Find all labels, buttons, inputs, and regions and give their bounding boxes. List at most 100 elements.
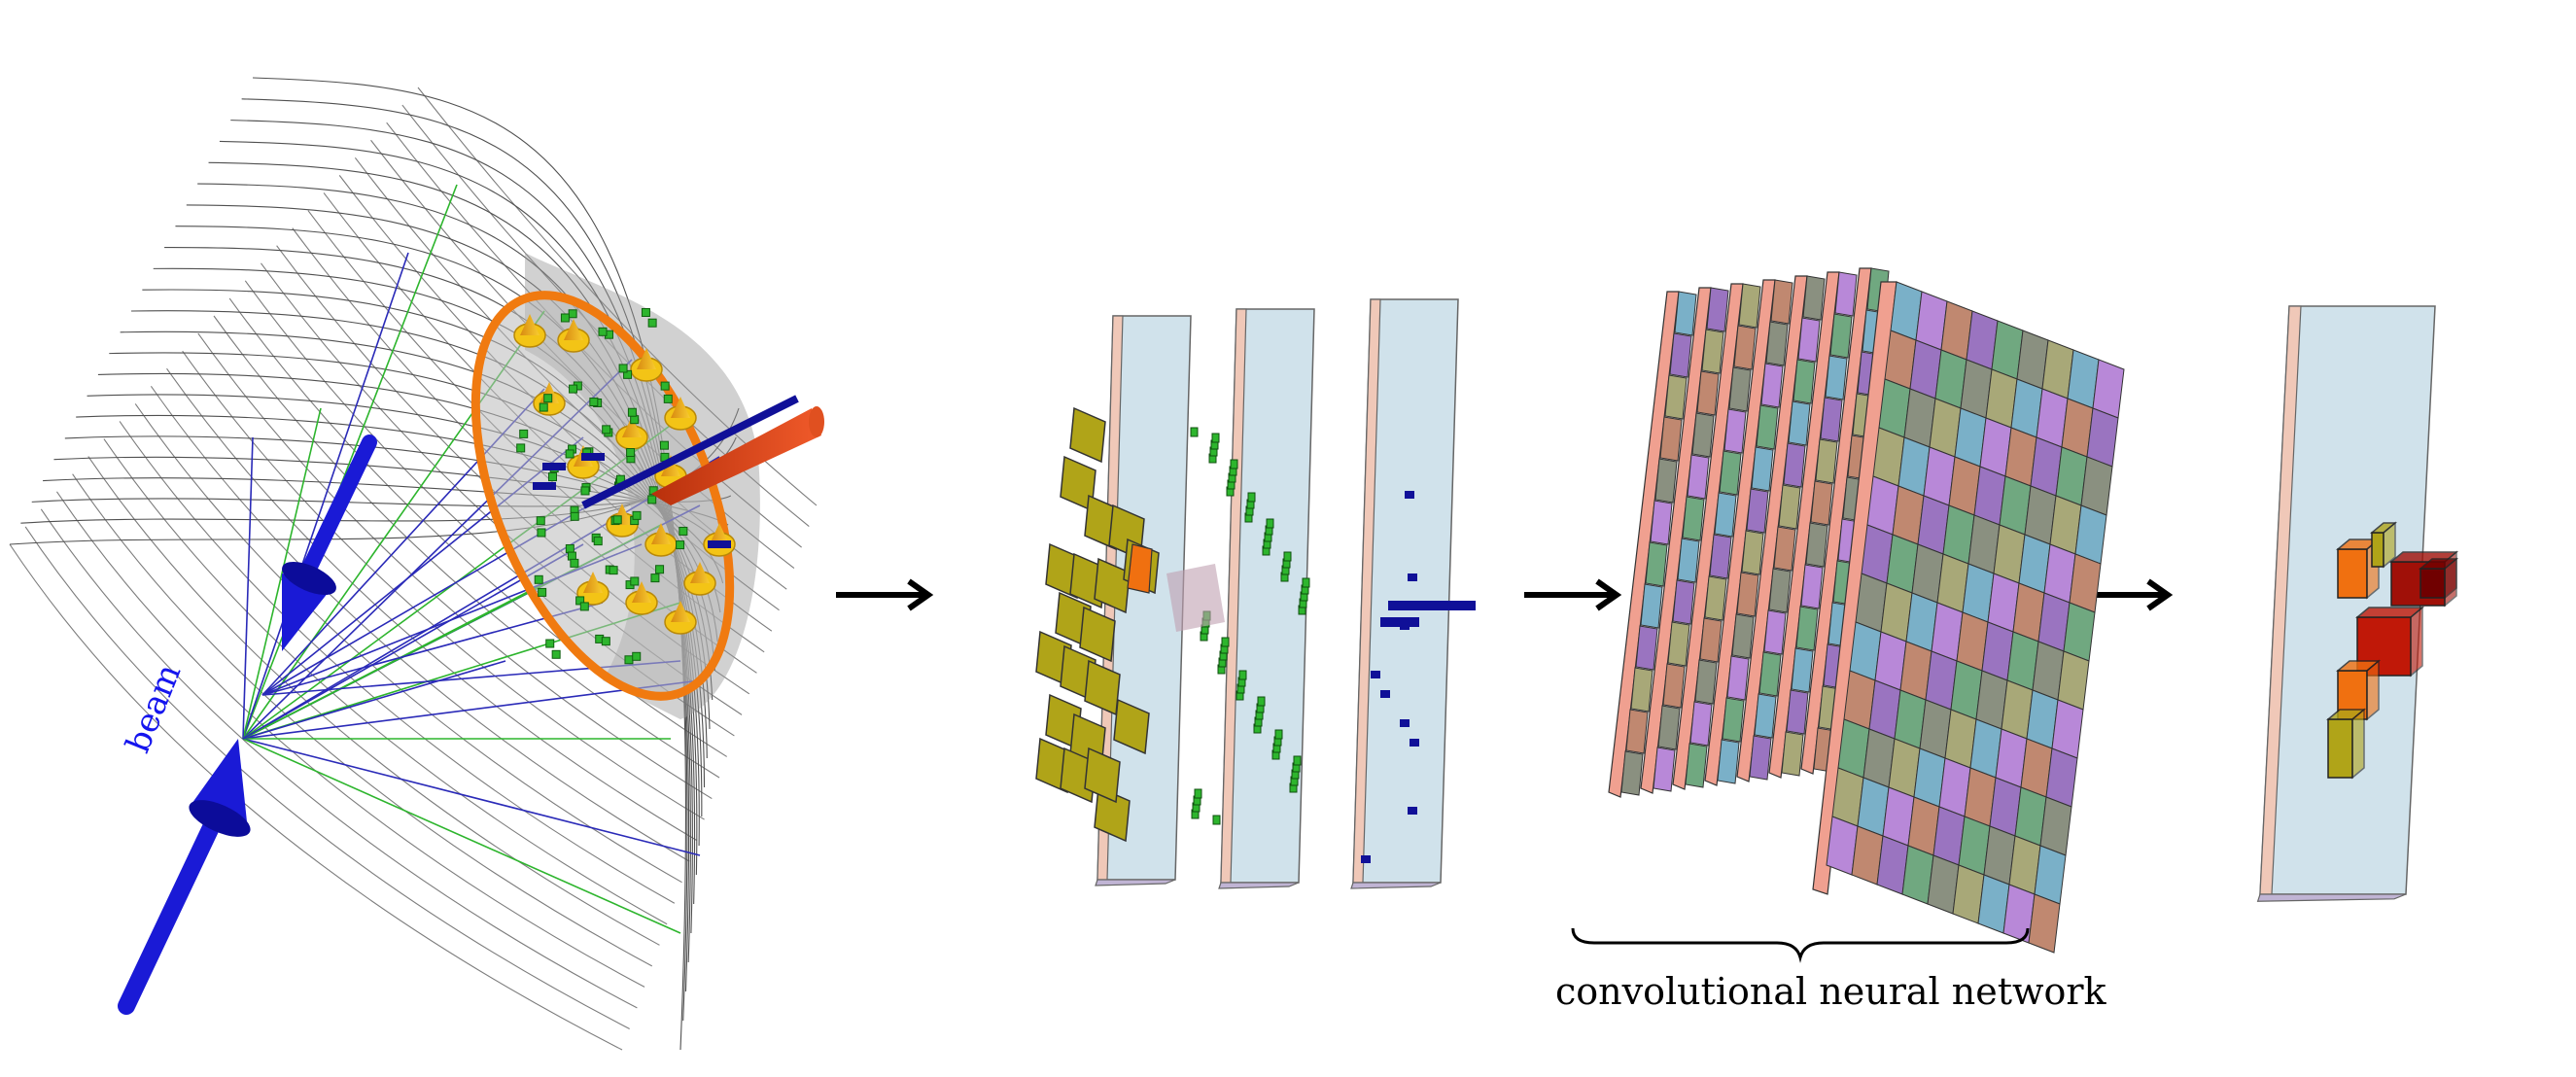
feature-cell [1714,492,1737,538]
feature-cell [1758,651,1782,697]
feature-map-edge [1800,267,1872,775]
feature-cell [1770,279,1793,325]
feature-cell [1723,408,1747,454]
energy-cone [632,581,651,603]
energy-cone [651,523,671,544]
output-box [2335,538,2382,600]
green-hit [1230,459,1238,469]
energy-cone [710,523,729,544]
feature-cell [1763,609,1787,655]
feature-cell [1825,355,1848,400]
green-hit [1293,755,1302,766]
feature-cell [1699,617,1723,663]
feature-cell [1709,534,1732,579]
box-front [2371,532,2385,568]
feature-cell [2028,893,2061,954]
feature-cell [2034,845,2067,905]
box-side [2351,708,2365,780]
feature-cell [1751,446,1774,492]
olive-cell [1084,747,1121,804]
small-hit [516,443,526,453]
mesh-line [134,403,682,884]
feature-cell [1717,739,1740,784]
green-hit [1302,577,1310,588]
feature-cell [1691,412,1715,458]
small-hit [598,327,608,336]
feature-cell [1674,291,1697,336]
feature-map-front [1812,281,2125,954]
small-hit [565,449,574,459]
small-hit [539,402,548,412]
feature-cell [1738,283,1761,329]
small-hit [536,516,545,526]
feature-cell [1829,313,1853,359]
small-hit [567,551,576,561]
feature-map-edge [1672,283,1744,790]
small-hit [519,429,529,438]
feature-cell [1733,325,1757,370]
mesh-line [87,456,660,946]
green-hit [1221,637,1230,647]
mesh-line [228,297,727,757]
feature-cell [2057,650,2090,711]
feature-map-edge [1704,279,1776,786]
feature-map-edge [1736,275,1808,782]
small-hit [627,407,637,417]
small-hit [650,573,660,583]
feature-cell [1696,370,1720,416]
mesh-line [24,526,630,1029]
feature-cell [2069,553,2102,613]
feature-map [1704,279,1793,786]
mesh-line [9,543,623,1051]
feature-cell [2063,602,2096,662]
feature-cell [1662,663,1686,709]
feature-cell [1820,397,1843,442]
feature-cell [1689,701,1713,747]
box-front [2337,548,2368,599]
small-hit [660,381,670,391]
small-hit [579,602,589,611]
feature-cell [1795,606,1819,651]
plate-edge [1095,879,1176,886]
feature-cell [1694,659,1718,705]
overlap-region [1166,564,1225,632]
green-hit [1266,518,1274,529]
small-hit [538,587,547,597]
feature-cell [1768,568,1792,613]
feature-cell [2092,359,2125,419]
feature-cell [1685,743,1708,788]
small-hit [632,510,642,520]
feature-map-edge [1768,271,1840,779]
cnn-feature-maps [1608,267,2125,954]
small-hit [626,448,636,457]
feature-map [1608,291,1697,798]
output-box [2369,521,2398,569]
small-hit [641,307,650,317]
green-hit [1212,815,1221,825]
energy-cone [622,416,642,437]
feature-cell [1746,488,1769,534]
output-box [2418,557,2459,600]
feature-cell [1815,438,1838,484]
feature-cell [1834,271,1858,317]
small-hit [624,655,634,665]
green-hit [1283,551,1292,562]
feature-cell [1722,697,1745,743]
small-hit [647,318,657,328]
small-hit [575,596,585,606]
feature-cell [1667,621,1690,667]
orange-cell [1127,543,1153,594]
output-box [2335,659,2382,721]
feature-cell [1659,416,1683,462]
small-hit [612,515,622,525]
small-hit [647,495,657,504]
small-hit [655,565,665,574]
feature-cell [1701,329,1724,374]
small-hit [663,394,673,403]
feature-map [1768,271,1858,779]
green-hit [1238,670,1247,680]
feature-map [1736,275,1826,782]
olive-cell [1069,406,1106,464]
mesh-line [150,385,690,862]
